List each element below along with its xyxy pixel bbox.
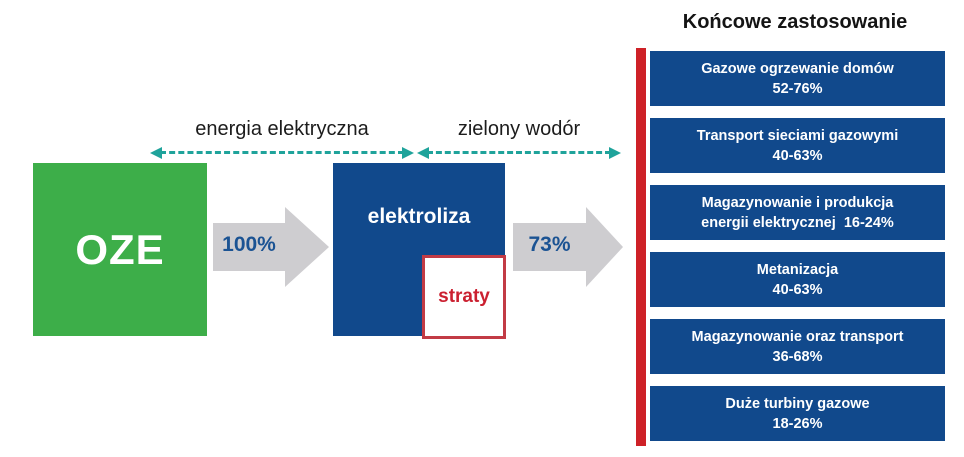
application-box: Magazynowanie oraz transport 36-68%	[650, 319, 945, 374]
application-name: Duże turbiny gazowe	[725, 395, 870, 412]
application-box: Transport sieciami gazowymi 40-63%	[650, 118, 945, 173]
application-name: Magazynowanie oraz transport	[691, 328, 904, 345]
flow-arrow-label-73: 73%	[528, 233, 571, 256]
application-range: energii elektrycznej 16-24%	[701, 214, 894, 231]
application-box: Metanizacja 40-63%	[650, 252, 945, 307]
electricity-link-label: energia elektryczna	[195, 118, 369, 140]
application-name: Gazowe ogrzewanie domów	[701, 60, 894, 77]
losses-box: straty	[422, 255, 506, 339]
dashed-line	[427, 151, 611, 154]
hydrogen-link-label: zielony wodór	[457, 118, 581, 140]
arrowhead-left-icon	[417, 146, 429, 159]
applications-list: Gazowe ogrzewanie domów 52-76% Transport…	[650, 51, 945, 441]
oze-source-box: OZE	[33, 163, 207, 336]
oze-label: OZE	[75, 225, 165, 273]
application-range: 52-76%	[772, 80, 823, 97]
hydrogen-link-arrow	[417, 146, 621, 159]
arrowhead-left-icon	[150, 146, 162, 159]
electrolysis-label: elektroliza	[367, 205, 471, 228]
application-name: Metanizacja	[756, 261, 839, 278]
flow-arrow-label-100: 100%	[222, 233, 276, 256]
electricity-link-arrow	[150, 146, 414, 159]
application-name: Transport sieciami gazowymi	[696, 127, 899, 144]
losses-label: straty	[438, 286, 490, 307]
dashed-line	[160, 151, 404, 154]
application-box: Gazowe ogrzewanie domów 52-76%	[650, 51, 945, 106]
arrowhead-right-icon	[402, 146, 414, 159]
arrowhead-right-icon	[609, 146, 621, 159]
end-use-title: Końcowe zastosowanie	[682, 11, 908, 33]
red-divider-bar	[636, 48, 646, 446]
application-range: 40-63%	[772, 147, 823, 164]
block-arrow-73-icon	[513, 207, 623, 287]
application-range: 36-68%	[772, 348, 823, 365]
application-box: Magazynowanie i produkcja energii elektr…	[650, 185, 945, 240]
application-range: 18-26%	[772, 415, 823, 432]
application-name: Magazynowanie i produkcja	[701, 194, 894, 211]
application-range: 40-63%	[772, 281, 823, 298]
block-arrow-100-icon	[213, 207, 329, 287]
application-box: Duże turbiny gazowe 18-26%	[650, 386, 945, 441]
